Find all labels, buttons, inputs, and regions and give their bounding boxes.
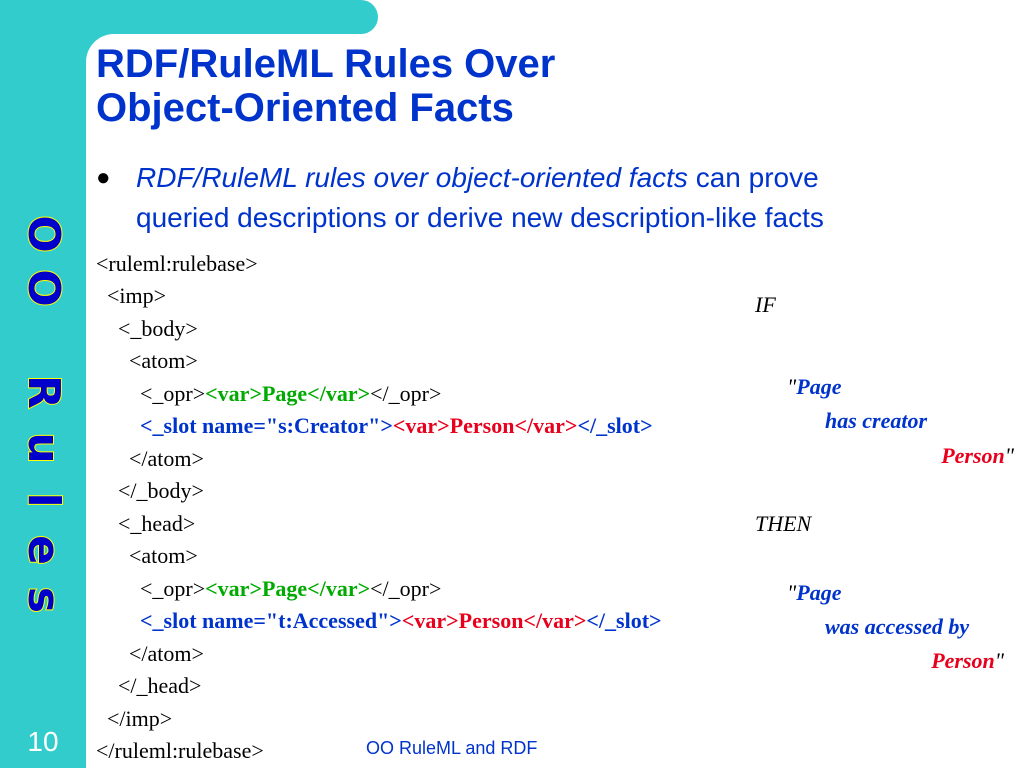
code-line: </atom> — [96, 446, 204, 471]
code-line: <_opr><var>Page</var></_opr> — [96, 573, 441, 605]
code-line: </atom> — [96, 641, 204, 666]
bullet-marker: ● — [96, 164, 111, 191]
code-slot: <_slot name="t:Accessed"> — [96, 608, 402, 633]
code-tag: <_opr> — [96, 381, 206, 406]
code-line: <_slot name="t:Accessed"><var>Person</va… — [96, 605, 662, 637]
annotation-head-subject: "Page — [787, 580, 841, 606]
code-line: <ruleml:rulebase> — [96, 251, 258, 276]
sidebar-letter: s — [17, 586, 70, 614]
code-line: <atom> — [96, 348, 198, 373]
annotation-head-predicate: was accessed by — [825, 614, 970, 639]
code-line: <_body> — [96, 316, 198, 341]
sidebar-letter: R — [17, 374, 70, 410]
code-line: <_head> — [96, 511, 196, 536]
code-tag: </_opr> — [370, 576, 442, 601]
slide-title: RDF/RuleML Rules Over Object-Oriented Fa… — [96, 42, 555, 130]
code-line: <_opr><var>Page</var></_opr> — [96, 378, 441, 410]
code-line: </_body> — [96, 478, 204, 503]
bullet-line2: queried descriptions or derive new descr… — [136, 202, 824, 233]
annotation-body-object: Person" — [941, 443, 1014, 469]
annotation-quote: " — [787, 580, 797, 605]
top-bar — [0, 0, 378, 34]
code-line: </imp> — [96, 706, 173, 731]
code-var: <var>Page</var> — [205, 576, 371, 601]
code-slot: </_slot> — [586, 608, 662, 633]
annotation-head-object: Person" — [931, 648, 1004, 674]
code-line: <atom> — [96, 543, 198, 568]
sidebar-bar — [0, 0, 86, 768]
annotation-quote: " — [1004, 443, 1014, 468]
slide-number: 10 — [27, 726, 59, 757]
code-tag: <_opr> — [96, 576, 206, 601]
sidebar-letter: O — [17, 268, 70, 307]
annotation-quote: " — [787, 374, 797, 399]
bullet-text: RDF/RuleML rules over object-oriented fa… — [136, 158, 1016, 238]
code-var: <var>Person</var> — [392, 413, 578, 438]
code-line: <imp> — [96, 283, 167, 308]
annotation-body-subject: "Page — [787, 374, 841, 400]
code-var: <var>Person</var> — [401, 608, 587, 633]
code-line: </_head> — [96, 673, 202, 698]
code-tag: </_opr> — [370, 381, 442, 406]
annotation-page: Page — [796, 374, 842, 399]
footer-text: OO RuleML and RDF — [366, 738, 538, 758]
annotation-person: Person — [931, 648, 995, 673]
code-line: </ruleml:rulebase> — [96, 738, 264, 763]
annotation-quote: " — [994, 648, 1004, 673]
code-line: <_slot name="s:Creator"><var>Person</var… — [96, 410, 653, 442]
code-var: <var>Page</var> — [205, 381, 371, 406]
code-slot: </_slot> — [577, 413, 653, 438]
sidebar-letter: O — [17, 214, 70, 253]
annotation-page: Page — [796, 580, 842, 605]
bullet-rest: can prove — [687, 162, 819, 193]
annotation-body-predicate: has creator — [825, 408, 928, 433]
annotation-person: Person — [941, 443, 1005, 468]
title-line: Object-Oriented Facts — [96, 86, 514, 130]
annotation-if: IF — [755, 292, 776, 317]
annotation-then: THEN — [755, 511, 812, 536]
title-line: RDF/RuleML Rules Over — [96, 42, 556, 86]
code-slot: <_slot name="s:Creator"> — [96, 413, 393, 438]
bullet-italic: RDF/RuleML rules over object-oriented fa… — [136, 162, 688, 193]
